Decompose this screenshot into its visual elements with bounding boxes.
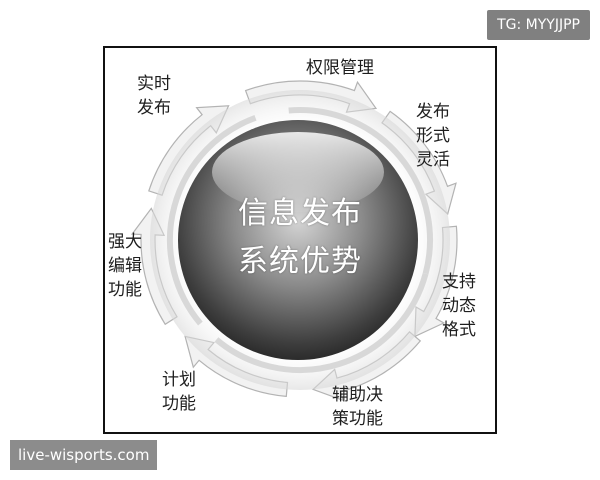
label-editing: 强大 编辑 功能 — [108, 232, 142, 300]
sphere-highlight — [212, 132, 384, 212]
label-dynamic-format: 支持 动态 格式 — [442, 272, 476, 340]
center-title: 信息发布 系统优势 — [190, 190, 410, 286]
label-realtime-publishing: 实时 发布 — [137, 74, 171, 118]
label-decision-support: 辅助决 策功能 — [332, 385, 383, 429]
center-title-line1: 信息发布 — [238, 196, 362, 231]
label-planning: 计划 功能 — [162, 370, 196, 414]
site-watermark: live-wisports.com — [10, 440, 158, 470]
tg-badge: TG: MYYJJPP — [487, 10, 590, 40]
label-flexible-publishing: 发布 形式 灵活 — [416, 102, 450, 170]
center-title-line2: 系统优势 — [238, 244, 362, 279]
label-permission-management: 权限管理 — [306, 58, 374, 78]
